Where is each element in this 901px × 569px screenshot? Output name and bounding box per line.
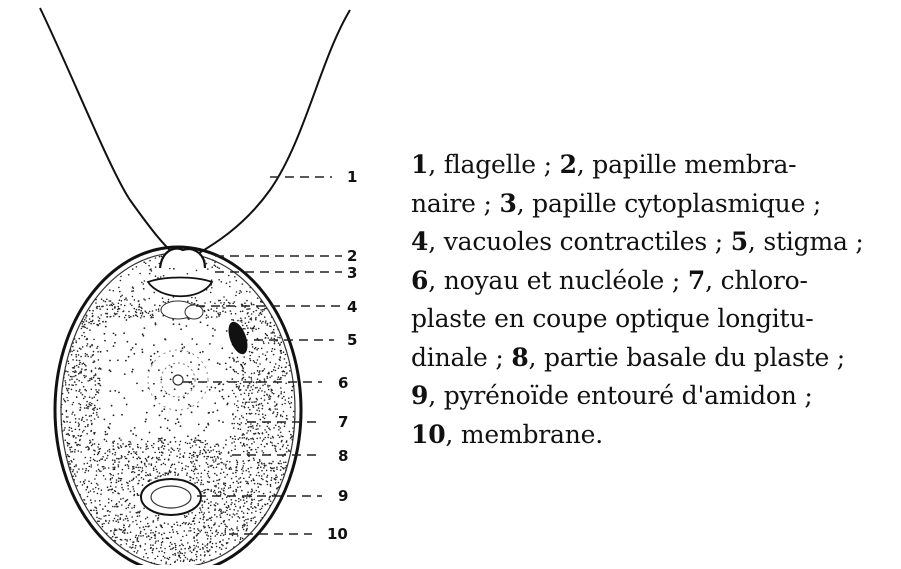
legend-number: 8 — [511, 343, 528, 372]
legend-line: naire ; 3, papille cytoplasmique ; — [411, 185, 891, 224]
legend-line: 6, noyau et nucléole ; 7, chloro- — [411, 262, 891, 301]
cell-diagram: 12345678910 — [0, 0, 400, 565]
legend-text: plaste en coupe optique longitu- — [411, 304, 814, 333]
legend-line: 4, vacuoles contractiles ; 5, stigma ; — [411, 223, 891, 262]
callout-number: 4 — [347, 298, 357, 316]
legend-number: 9 — [411, 381, 428, 410]
legend-text: , flagelle ; — [428, 150, 559, 179]
legend-line: dinale ; 8, partie basale du plaste ; — [411, 339, 891, 378]
center-stipple — [100, 318, 232, 440]
callout-number: 5 — [347, 331, 357, 349]
callout-number: 6 — [338, 374, 348, 392]
cytoplasmic-papilla — [148, 278, 212, 297]
flagellum-right — [183, 10, 350, 262]
membrane-papilla — [160, 249, 205, 268]
legend-line: 10, membrane. — [411, 416, 891, 455]
legend-number: 2 — [560, 150, 577, 179]
legend-text: , stigma ; — [748, 227, 864, 256]
callout-number: 10 — [327, 525, 348, 543]
pyrenoid — [151, 486, 191, 508]
flagellum-left — [40, 8, 183, 262]
legend-text: naire ; — [411, 189, 499, 218]
legend-line: plaste en coupe optique longitu- — [411, 300, 891, 339]
legend-text: , papille membra- — [577, 150, 797, 179]
legend-number: 7 — [688, 266, 705, 295]
contractile-vacuole — [185, 305, 203, 319]
legend-number: 1 — [411, 150, 428, 179]
callout-number: 1 — [347, 168, 357, 186]
callout-number: 3 — [347, 264, 357, 282]
legend-line: 1, flagelle ; 2, papille membra- — [411, 146, 891, 185]
legend-line: 9, pyrénoïde entouré d'amidon ; — [411, 377, 891, 416]
callout-labels: 12345678910 — [327, 168, 357, 543]
legend-text: , vacuoles contractiles ; — [428, 227, 730, 256]
legend-text: , chloro- — [705, 266, 808, 295]
callout-number: 7 — [338, 413, 348, 431]
legend-number: 6 — [411, 266, 428, 295]
legend-number: 10 — [411, 420, 445, 449]
nucleolus — [173, 375, 183, 385]
stigma — [225, 319, 252, 356]
legend-number: 5 — [731, 227, 748, 256]
legend-text: , partie basale du plaste ; — [529, 343, 846, 372]
cell-illustration: 12345678910 — [0, 0, 400, 565]
legend-number: 3 — [499, 189, 516, 218]
legend-text: , noyau et nucléole ; — [428, 266, 688, 295]
callout-number: 9 — [338, 487, 348, 505]
legend-number: 4 — [411, 227, 428, 256]
callout-leaders — [183, 177, 342, 534]
legend-text: , membrane. — [445, 420, 603, 449]
figure-legend: 1, flagelle ; 2, papille membra-naire ; … — [411, 146, 891, 454]
callout-number: 2 — [347, 247, 357, 265]
legend-text: , pyrénoïde entouré d'amidon ; — [428, 381, 812, 410]
legend-text: dinale ; — [411, 343, 511, 372]
legend-text: , papille cytoplasmique ; — [517, 189, 821, 218]
callout-number: 8 — [338, 447, 348, 465]
